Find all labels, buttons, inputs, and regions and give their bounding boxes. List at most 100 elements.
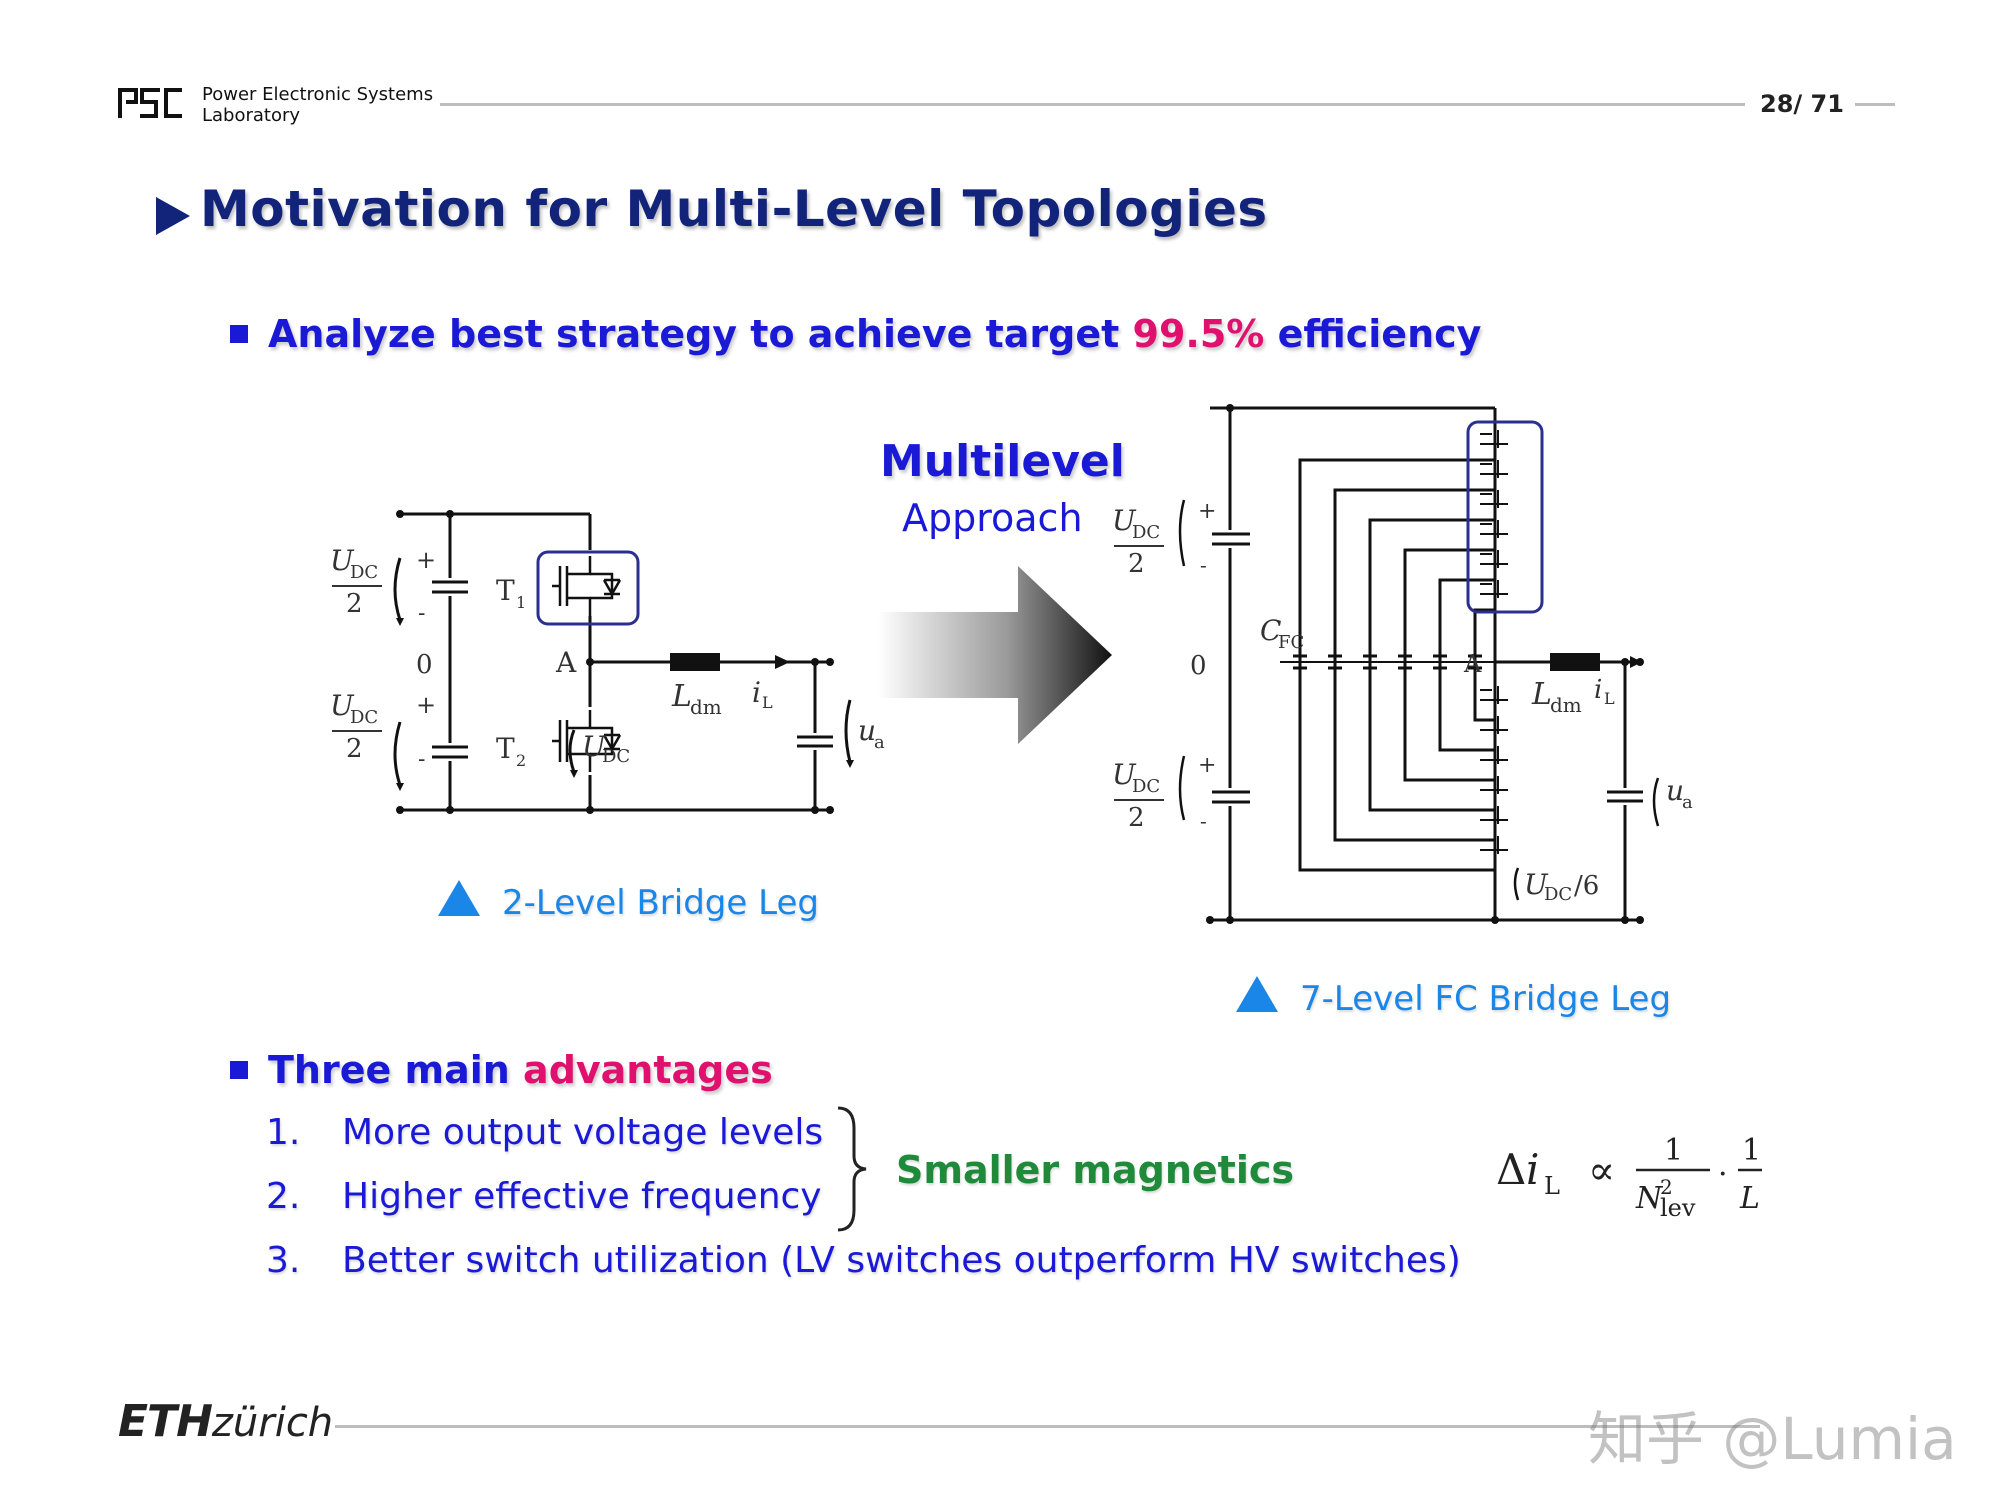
lab-name: Power Electronic Systems Laboratory bbox=[202, 84, 433, 126]
svg-text:U: U bbox=[1524, 868, 1549, 901]
list-item: 1. More output voltage levels bbox=[266, 1112, 823, 1153]
list-item-text: Better switch utilization (LV switches o… bbox=[342, 1240, 1461, 1281]
svg-text:DC: DC bbox=[1544, 884, 1572, 905]
svg-text:L: L bbox=[1544, 1172, 1560, 1200]
list-item-text: Higher effective frequency bbox=[342, 1176, 822, 1217]
triangle-icon bbox=[1236, 976, 1278, 1012]
svg-text:2: 2 bbox=[1128, 803, 1145, 833]
bullet-square-icon bbox=[230, 325, 248, 343]
lab-name-line1: Power Electronic Systems bbox=[202, 84, 434, 105]
svg-text:DC: DC bbox=[350, 707, 378, 728]
svg-text:i: i bbox=[752, 676, 761, 709]
multilevel-label: Multilevel bbox=[880, 436, 1125, 487]
caption-seven-level-text: 7-Level FC Bridge Leg bbox=[1300, 979, 1672, 1019]
svg-text:T: T bbox=[496, 732, 515, 765]
svg-text:0: 0 bbox=[416, 650, 433, 680]
svg-text:2: 2 bbox=[1128, 549, 1145, 579]
page-number: 28/ 71 bbox=[1760, 90, 1844, 118]
bullet-advantages: Three main advantages bbox=[230, 1048, 773, 1092]
big-arrow-icon bbox=[870, 560, 1120, 750]
svg-text:T: T bbox=[496, 574, 515, 607]
svg-text:i: i bbox=[1526, 1145, 1539, 1194]
svg-text:DC: DC bbox=[602, 746, 630, 767]
svg-text:A: A bbox=[555, 646, 577, 679]
svg-text:DC: DC bbox=[1132, 776, 1160, 797]
caption-two-level: 2-Level Bridge Leg bbox=[438, 880, 819, 923]
svg-text:DC: DC bbox=[350, 562, 378, 583]
bullet1-suffix: efficiency bbox=[1264, 312, 1482, 356]
svg-text:A: A bbox=[1463, 650, 1482, 678]
watermark: 知乎 @Lumia bbox=[1588, 1405, 1957, 1473]
svg-text:a: a bbox=[874, 732, 885, 753]
svg-text:U: U bbox=[1112, 504, 1137, 537]
caption-two-level-text: 2-Level Bridge Leg bbox=[502, 883, 819, 923]
bullet-square-icon bbox=[230, 1061, 248, 1079]
svg-text:-: - bbox=[1200, 809, 1207, 833]
page-title: Motivation for Multi-Level Topologies bbox=[200, 180, 1268, 238]
triangle-icon bbox=[438, 880, 480, 916]
svg-text:L: L bbox=[1739, 1181, 1760, 1216]
svg-text:+: + bbox=[416, 691, 436, 719]
svg-text:DC: DC bbox=[1132, 522, 1160, 543]
svg-text:2: 2 bbox=[346, 589, 363, 619]
svg-text:1: 1 bbox=[516, 593, 526, 612]
svg-text:-: - bbox=[418, 747, 425, 772]
svg-text:/6: /6 bbox=[1574, 871, 1599, 901]
bullet-efficiency: Analyze best strategy to achieve target … bbox=[230, 312, 1481, 356]
svg-text:-: - bbox=[1200, 553, 1207, 577]
list-item: 2. Higher effective frequency bbox=[266, 1176, 822, 1217]
eth-logo-mark: ETH bbox=[118, 1396, 213, 1447]
svg-text:U: U bbox=[582, 730, 607, 763]
svg-text:-: - bbox=[418, 601, 425, 626]
list-item: 3. Better switch utilization (LV switches… bbox=[266, 1240, 1461, 1281]
header-rule-right bbox=[1855, 103, 1895, 106]
svg-text:+: + bbox=[1198, 499, 1216, 524]
svg-text:+: + bbox=[1198, 753, 1216, 778]
svg-text:L: L bbox=[1604, 689, 1615, 708]
svg-text:U: U bbox=[330, 544, 355, 577]
curly-brace-icon bbox=[832, 1104, 872, 1234]
svg-text:FC: FC bbox=[1278, 632, 1304, 653]
list-item-number: 3. bbox=[266, 1240, 301, 1281]
bullet2-highlight: advantages bbox=[523, 1048, 773, 1092]
svg-text:u: u bbox=[858, 714, 876, 747]
svg-text:dm: dm bbox=[1550, 693, 1582, 717]
eth-logo: ETHzürich bbox=[118, 1396, 333, 1447]
svg-text:L: L bbox=[671, 679, 692, 714]
svg-text:N: N bbox=[1635, 1181, 1664, 1216]
svg-text:2: 2 bbox=[516, 751, 526, 770]
svg-text:·: · bbox=[1718, 1157, 1728, 1192]
header-rule bbox=[440, 103, 1745, 106]
lab-name-line2: Laboratory bbox=[202, 105, 301, 126]
svg-text:L: L bbox=[1531, 677, 1552, 712]
svg-text:dm: dm bbox=[690, 695, 722, 719]
list-item-number: 2. bbox=[266, 1176, 301, 1217]
bullet2-prefix: Three main bbox=[268, 1048, 524, 1092]
svg-text:L: L bbox=[762, 693, 773, 712]
ripple-formula: Δ i L ∝ 1 N 2 lev · 1 L bbox=[1496, 1122, 1796, 1222]
svg-text:2: 2 bbox=[346, 734, 363, 764]
list-item-number: 1. bbox=[266, 1112, 301, 1153]
eth-logo-zurich: zürich bbox=[211, 1400, 334, 1446]
svg-text:C: C bbox=[1260, 614, 1281, 647]
caption-seven-level: 7-Level FC Bridge Leg bbox=[1236, 976, 1671, 1019]
list-item-text: More output voltage levels bbox=[342, 1112, 824, 1153]
svg-text:0: 0 bbox=[1190, 651, 1207, 681]
smaller-magnetics-label: Smaller magnetics bbox=[896, 1148, 1294, 1192]
svg-text:lev: lev bbox=[1660, 1194, 1696, 1222]
footer-rule bbox=[335, 1425, 1760, 1428]
svg-text:2: 2 bbox=[1660, 1175, 1673, 1199]
svg-text:i: i bbox=[1594, 675, 1602, 705]
svg-text:+: + bbox=[416, 546, 436, 574]
pes-logo bbox=[118, 86, 184, 120]
svg-text:1: 1 bbox=[1664, 1133, 1683, 1168]
svg-text:Δ: Δ bbox=[1496, 1145, 1526, 1194]
bullet1-highlight: 99.5% bbox=[1132, 312, 1265, 356]
bullet1-prefix: Analyze best strategy to achieve target bbox=[268, 312, 1133, 356]
svg-text:a: a bbox=[1682, 792, 1693, 813]
svg-text:1: 1 bbox=[1742, 1133, 1761, 1168]
svg-text:U: U bbox=[330, 689, 355, 722]
svg-text:U: U bbox=[1112, 758, 1137, 791]
